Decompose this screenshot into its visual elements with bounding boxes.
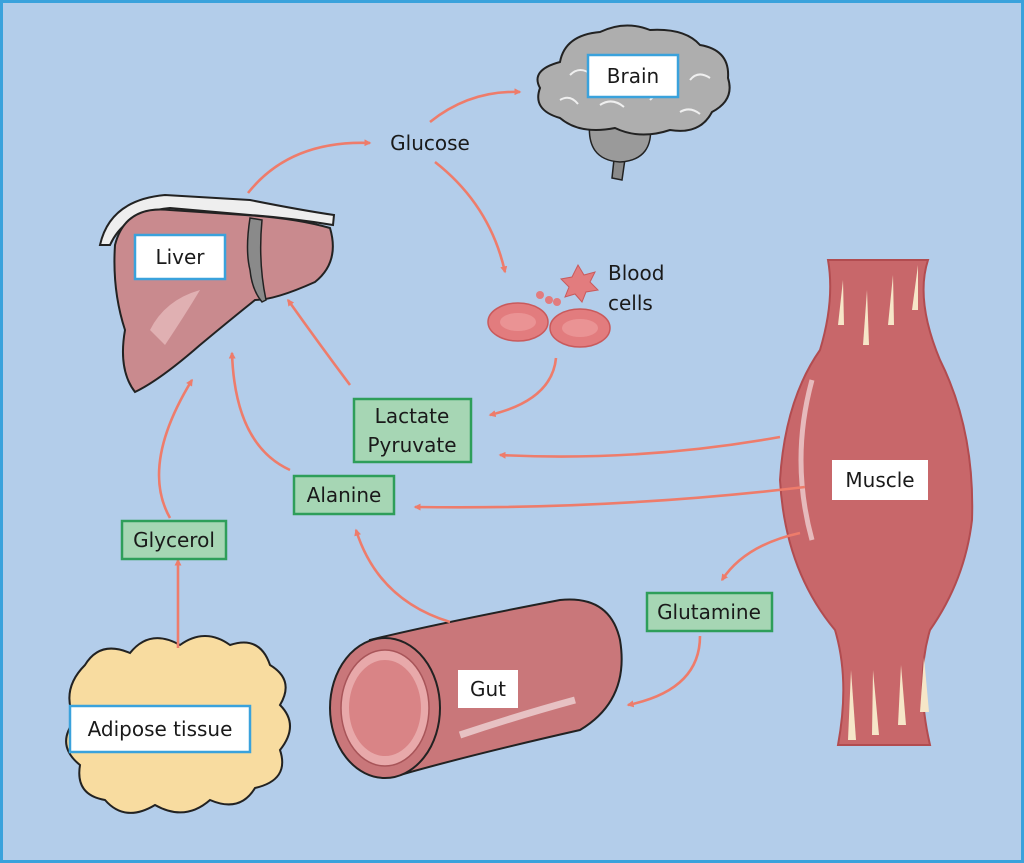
pyruvate-label: Pyruvate (367, 433, 456, 457)
glutamine-label: Glutamine (657, 600, 761, 624)
blood-cells-label-line1: Blood (608, 261, 664, 285)
blood-cells-illustration (487, 263, 611, 348)
gut-label: Gut (470, 677, 506, 701)
muscle-label: Muscle (845, 468, 914, 492)
brain-label: Brain (607, 64, 659, 88)
brain-label-box: Brain (586, 53, 680, 99)
adipose-label-box: Adipose tissue (68, 704, 252, 754)
gut-label-box: Gut (458, 670, 518, 708)
arrows (157, 88, 806, 708)
arrow-muscle-to-lactate (498, 435, 781, 459)
glucose-label: Glucose (390, 131, 470, 155)
adipose-label: Adipose tissue (88, 717, 233, 741)
arrow-glucose-to-brain (429, 88, 522, 124)
glycerol-box: Glycerol (120, 519, 228, 561)
lactate-label: Lactate (375, 404, 450, 428)
glutamine-box: Glutamine (645, 591, 774, 633)
arrow-liver-to-glucose (246, 139, 372, 194)
arrow-gut-to-alanine (354, 528, 451, 624)
arrow-muscle-to-glutamine (720, 531, 801, 582)
arrow-glucose-to-blood-cells (434, 160, 508, 274)
liver-label: Liver (155, 245, 205, 269)
muscle-label-box: Muscle (832, 460, 928, 500)
blood-cells-label-line2: cells (608, 291, 653, 315)
liver-label-box: Liver (133, 233, 227, 281)
muscle-illustration (778, 259, 974, 746)
arrow-glycerol-to-liver (157, 378, 194, 519)
alanine-label: Alanine (307, 483, 382, 507)
arrow-alanine-to-liver (228, 351, 291, 472)
arrow-lactate-to-liver (286, 298, 352, 386)
arrow-glutamine-to-gut (626, 635, 702, 708)
glycerol-label: Glycerol (133, 528, 215, 552)
lactate-pyruvate-box: Lactate Pyruvate (352, 397, 473, 464)
arrow-blood-cells-to-lactate (488, 357, 558, 418)
arrow-muscle-to-alanine (413, 485, 806, 511)
alanine-box: Alanine (292, 474, 396, 516)
